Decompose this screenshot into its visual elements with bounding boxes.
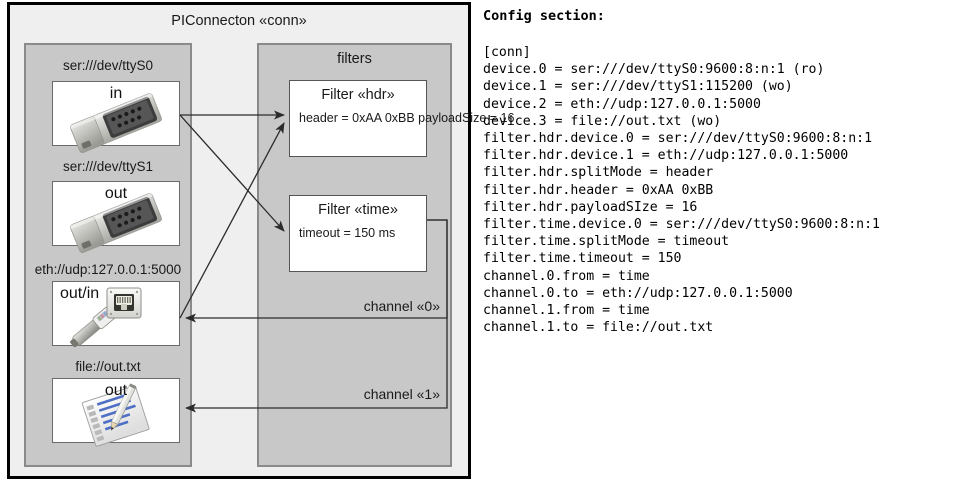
filter-title: Filter «time»	[318, 202, 398, 218]
filter-title: Filter «hdr»	[321, 87, 395, 103]
device-direction-label: out	[104, 185, 128, 202]
device-label-file: file://out.txt	[75, 359, 141, 374]
device-direction-label: out/in	[60, 285, 100, 302]
device-box-eth[interactable]: out/in	[52, 281, 180, 346]
device-direction-label: in	[109, 85, 123, 102]
filter-attributes: timeout = 150 ms	[299, 226, 396, 240]
package-title: PIConnecton «conn»	[171, 13, 307, 29]
device-box-ttyS1[interactable]: out	[52, 181, 180, 246]
device-label-ttyS1: ser:///dev/ttyS1	[62, 159, 154, 174]
device-label-ttyS0: ser:///dev/ttyS0	[62, 58, 154, 73]
filter-box-hdr[interactable]: Filter «hdr» header = 0xAA 0xBB payloadS…	[289, 80, 514, 157]
config-section: Config section: [conn] device.0 = ser://…	[483, 0, 964, 484]
config-heading: Config section:	[483, 8, 605, 24]
device-direction-label: out	[104, 382, 128, 399]
config-text: [conn] device.0 = ser:///dev/ttyS0:9600:…	[483, 45, 880, 336]
device-box-ttyS0[interactable]: in	[52, 81, 180, 146]
filters-panel-title: filters	[337, 51, 372, 67]
device-box-file[interactable]: out	[52, 378, 180, 443]
channel-label-1: channel «1»	[363, 386, 440, 402]
filter-box-time[interactable]: Filter «time» timeout = 150 ms	[289, 195, 427, 272]
channel-label-0: channel «0»	[363, 298, 440, 314]
connector-diagram: PIConnecton «conn» ser:///dev/ttyS0 in s…	[7, 2, 514, 479]
device-label-eth: eth://udp:127.0.0.1:5000	[34, 262, 182, 277]
filter-attributes: header = 0xAA 0xBB payloadSize = 16	[299, 111, 515, 125]
